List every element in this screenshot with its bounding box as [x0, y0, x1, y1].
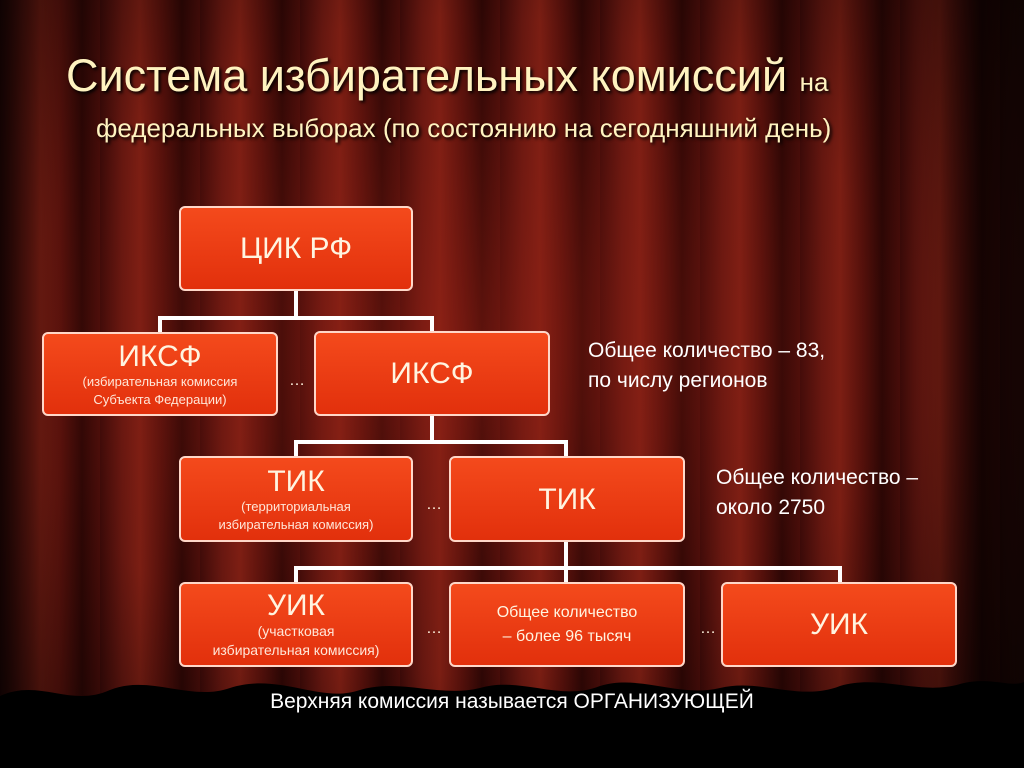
box-iksf-right-label: ИКСФ — [390, 357, 474, 390]
box-uik-middle-line-2: – более 96 тысяч — [502, 627, 632, 645]
box-uik-left-label: УИК — [266, 589, 326, 623]
connector-to-iksf-right — [430, 316, 434, 332]
box-uik-right-label: УИК — [809, 608, 869, 641]
box-tik-right: ТИК — [449, 456, 685, 542]
slide-title: Система избирательных комиссий на — [66, 52, 828, 99]
connector-level3-bar — [294, 566, 842, 570]
box-tik-right-label: ТИК — [538, 482, 596, 516]
ellipsis-level3-b: … — [700, 620, 716, 637]
box-iksf-left-desc-2: Субъекта Федерации) — [93, 391, 227, 407]
note-iksf-line-2: по числу регионов — [588, 369, 768, 393]
connector-to-tik-right — [564, 440, 568, 458]
connector-level1-bar — [158, 316, 434, 320]
box-iksf-left-desc-1: (избирательная комиссия — [82, 373, 238, 389]
box-tik-left-desc-2: избирательная комиссия) — [218, 516, 374, 532]
box-uik-middle: Общее количество – более 96 тысяч — [449, 582, 685, 667]
box-uik-left: УИК (участковая избирательная комиссия) — [179, 582, 413, 667]
connector-tik-down — [564, 540, 568, 568]
ellipsis-level1: … — [289, 372, 305, 389]
box-cik: ЦИК РФ — [179, 206, 413, 291]
connector-to-iksf-left — [158, 316, 162, 332]
connector-to-tik-left — [294, 440, 298, 458]
box-cik-label: ЦИК РФ — [239, 232, 353, 265]
slide-title-main: Система избирательных комиссий — [66, 50, 788, 101]
stage-floor — [0, 681, 1024, 768]
connector-cik-down — [294, 290, 298, 318]
box-tik-left: ТИК (территориальная избирательная комис… — [179, 456, 413, 542]
connector-level2-bar — [294, 440, 568, 444]
connector-to-uik-right — [838, 566, 842, 582]
note-iksf-count: Общее количество – 83, по числу регионов — [588, 336, 825, 397]
box-iksf-right: ИКСФ — [314, 331, 550, 416]
box-uik-middle-line-1: Общее количество — [496, 604, 638, 622]
note-tik-count: Общее количество – около 2750 — [716, 463, 918, 524]
box-iksf-left-label: ИКСФ — [118, 339, 202, 373]
connector-iksf-down — [430, 414, 434, 442]
footer-caption: Верхняя комиссия называется ОРГАНИЗУЮЩЕЙ — [270, 690, 754, 713]
slide-title-tail: на — [799, 67, 829, 97]
box-iksf-left: ИКСФ (избирательная комиссия Субъекта Фе… — [42, 332, 278, 416]
box-tik-left-desc-1: (территориальная — [241, 498, 351, 514]
box-uik-right: УИК — [721, 582, 957, 667]
box-tik-left-label: ТИК — [267, 464, 325, 498]
note-tik-line-2: около 2750 — [716, 496, 826, 520]
connector-to-uik-left — [294, 566, 298, 582]
note-iksf-line-1: Общее количество – 83, — [588, 339, 826, 362]
box-uik-left-desc-2: избирательная комиссия) — [212, 642, 380, 658]
connector-to-uik-middle — [564, 566, 568, 582]
ellipsis-level3-a: … — [426, 620, 442, 637]
ellipsis-level2: … — [426, 496, 442, 513]
box-uik-left-desc-1: (участковая — [257, 623, 335, 640]
slide-subtitle: федеральных выборах (по состоянию на сег… — [96, 113, 832, 143]
note-tik-line-1: Общее количество – — [716, 466, 919, 489]
